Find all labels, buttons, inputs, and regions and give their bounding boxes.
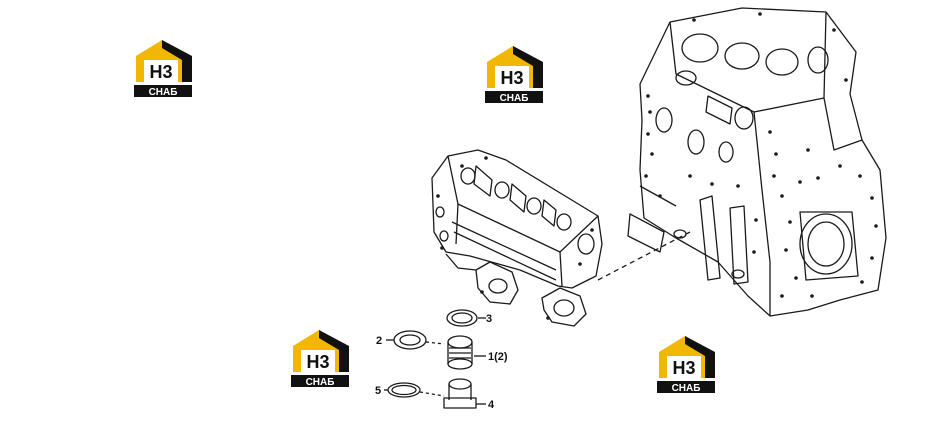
h3-snab-logo: H3 СНАБ <box>485 46 543 104</box>
oil-cooler-housing <box>431 149 603 327</box>
callout-4: 4 <box>488 399 495 411</box>
part-1-plug <box>447 335 486 370</box>
housing-bolt-holes <box>436 156 594 320</box>
engine-block <box>627 7 887 317</box>
svg-text:СНАБ: СНАБ <box>149 87 178 98</box>
assembly-guide-line <box>597 231 691 281</box>
svg-text:H3: H3 <box>672 358 695 378</box>
svg-text:СНАБ: СНАБ <box>672 383 701 394</box>
svg-text:СНАБ: СНАБ <box>306 377 335 388</box>
part-5-o-ring <box>384 382 445 398</box>
svg-text:H3: H3 <box>500 68 523 88</box>
svg-text:H3: H3 <box>149 62 172 82</box>
callout-3: 3 <box>486 313 492 325</box>
h3-snab-logo: H3 СНАБ <box>657 336 715 394</box>
callout-5: 5 <box>375 385 381 397</box>
part-4-plug <box>443 378 486 409</box>
h3-snab-logo: H3 СНАБ <box>291 330 349 388</box>
part-2-gasket <box>386 330 445 350</box>
part-3-seal-ring <box>446 309 486 327</box>
engine-block-bolt-holes <box>644 12 878 298</box>
h3-snab-logo: H3 СНАБ <box>134 40 192 98</box>
svg-text:СНАБ: СНАБ <box>500 93 529 104</box>
svg-text:H3: H3 <box>306 352 329 372</box>
callout-2: 2 <box>376 335 382 347</box>
callout-1-2: 1(2) <box>488 351 508 363</box>
